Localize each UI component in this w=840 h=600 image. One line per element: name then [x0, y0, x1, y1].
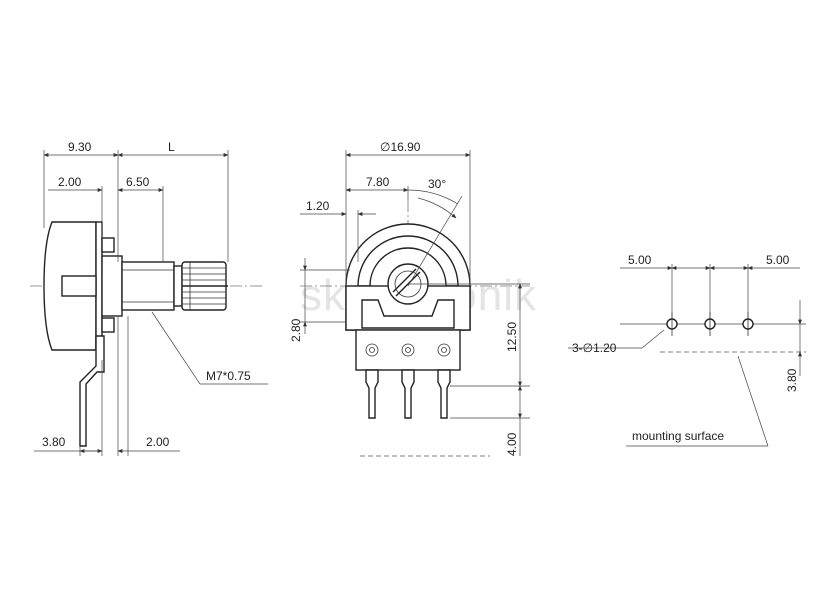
side-thread-label: M7*0.75 — [206, 369, 251, 383]
side-dim-shaft: L — [168, 140, 175, 154]
side-dim-pin-width: 2.00 — [146, 435, 170, 449]
front-pin-1 — [365, 369, 379, 419]
front-inner-plate — [361, 299, 455, 329]
front-terminal-block — [355, 329, 461, 371]
side-collar — [173, 265, 183, 307]
side-view: 9.30 L 2.00 6.50 M7*0.75 3.80 2.00 — [30, 140, 268, 456]
front-dim-flat: 1.20 — [306, 199, 330, 213]
side-terminal — [79, 335, 105, 447]
pcb-dim-pitch-left: 5.00 — [628, 253, 652, 267]
front-dim-diameter: ∅16.90 — [380, 140, 421, 154]
side-housing-plate — [95, 221, 103, 351]
front-pin-3 — [437, 369, 451, 419]
side-lug-top — [101, 237, 115, 253]
front-rivet-2 — [401, 343, 415, 357]
front-dim-pin-length: 4.00 — [505, 432, 519, 456]
front-view: ∅16.90 7.80 30° 1.20 2.80 12.50 4.00 — [289, 140, 530, 457]
front-dim-height-right: 12.50 — [505, 322, 519, 352]
front-pin-2 — [401, 369, 415, 419]
front-dim-center: 7.80 — [366, 175, 390, 189]
side-key-notch — [61, 275, 97, 297]
side-thread — [121, 261, 175, 311]
pcb-layout: 5.00 5.00 3-∅1.20 3.80 mounting surface — [568, 253, 806, 447]
pcb-dim-pitch-right: 5.00 — [766, 253, 790, 267]
side-dim-pin-offset: 3.80 — [42, 435, 66, 449]
front-rivet-1 — [365, 343, 379, 357]
pcb-holes-label: 3-∅1.20 — [572, 341, 617, 355]
side-bushing — [101, 255, 123, 317]
front-rivet-3 — [437, 343, 451, 357]
front-dim-height-left: 2.80 — [289, 318, 303, 342]
pcb-mounting-label: mounting surface — [632, 429, 724, 443]
side-dim-knurl: 6.50 — [126, 175, 150, 189]
side-dim-total: 9.30 — [68, 140, 92, 154]
pcb-dim-row-offset: 3.80 — [785, 368, 799, 392]
side-dim-bushing: 2.00 — [58, 175, 82, 189]
side-lug-bottom — [101, 317, 115, 333]
front-dim-angle: 30° — [428, 177, 446, 191]
